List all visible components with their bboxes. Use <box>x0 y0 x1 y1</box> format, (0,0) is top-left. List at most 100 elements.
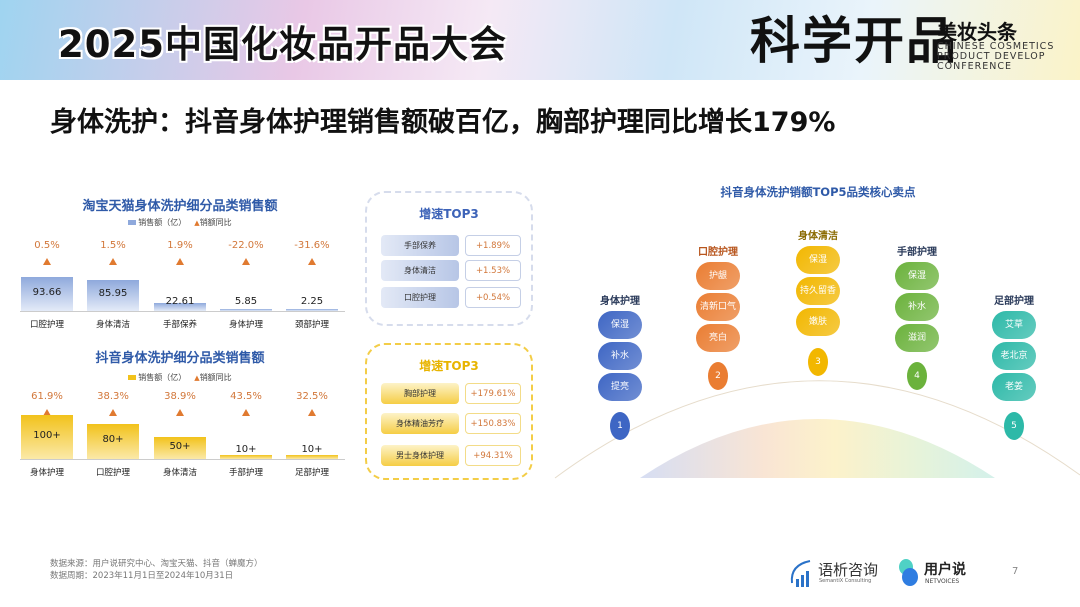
category-label: 颈部护理 <box>294 320 329 330</box>
top3-growth-value: +94.31% <box>465 445 521 466</box>
selling-point-pill: 艾草 <box>992 311 1036 339</box>
category-name: 手部护理 <box>897 247 937 258</box>
slide-headline: 身体洗护：抖音身体护理销售额破百亿，胸部护理同比增长179% <box>50 107 836 138</box>
chart-title: 抖音身体洗护细分品类销售额 <box>95 351 265 366</box>
brand-name: 美妆头条 <box>937 20 1017 44</box>
brand-en-line: PRODUCT DEVELOP <box>937 51 1046 62</box>
category-label: 身体护理 <box>228 320 263 330</box>
top3-category: 手部保养 <box>381 235 459 256</box>
brand-logo-text: 科学开品 <box>750 12 958 70</box>
top3-category: 身体清洁 <box>381 260 459 281</box>
bar-value-label: 80+ <box>102 434 124 446</box>
yoy-label: 1.5% <box>100 240 126 251</box>
selling-point-pill: 老姜 <box>992 373 1036 401</box>
chart-title: 淘宝天猫身体洗护细分品类销售额 <box>82 199 278 214</box>
header-banner <box>0 0 1080 80</box>
data-period: 数据周期：2023年11月1日至2024年10月31日 <box>50 571 234 581</box>
category-label: 手部保养 <box>162 320 197 330</box>
top3-growth-value: +1.89% <box>465 235 521 256</box>
bar <box>154 437 206 459</box>
bar <box>87 279 139 311</box>
legend-item: 销额同比 <box>199 218 232 227</box>
rank-badge: 1 <box>610 412 630 440</box>
top3-douyin-box: 增速TOP3 <box>365 343 533 480</box>
conference-title: 2025中国化妆品开品大会 <box>58 23 507 66</box>
top3-title: 增速TOP3 <box>419 359 479 373</box>
legend-item: 销额同比 <box>199 373 232 382</box>
top3-category: 口腔护理 <box>381 287 459 308</box>
selling-point-pill: 亮白 <box>696 324 740 352</box>
yoy-label: -22.0% <box>228 240 264 251</box>
bar <box>21 277 73 311</box>
category-name: 口腔护理 <box>698 247 738 258</box>
logo1-en: SemantiX Consulting <box>819 578 872 584</box>
category-label: 口腔护理 <box>29 320 64 330</box>
yoy-marker <box>109 258 117 265</box>
semantix-logo-icon <box>790 560 811 587</box>
brand-en-line: CHINESE COSMETICS <box>937 41 1055 52</box>
selling-point-pill: 老北京 <box>992 342 1036 370</box>
category-label: 口腔护理 <box>95 468 130 478</box>
top3-title: 增速TOP3 <box>419 207 479 221</box>
logo2-text: 用户说 <box>924 562 966 578</box>
bar-value-label: 10+ <box>235 444 257 455</box>
legend-item: 销售额（亿） <box>138 218 187 227</box>
bar-value-label: 85.95 <box>98 288 128 300</box>
yoy-label: 61.9% <box>31 391 63 402</box>
yoy-marker <box>242 409 250 416</box>
selling-points-title: 抖音身体洗护销额TOP5品类核心卖点 <box>720 185 916 199</box>
category-label: 手部护理 <box>228 468 263 478</box>
selling-point-pill: 嫩肤 <box>796 308 840 336</box>
legend-item: 销售额（亿） <box>138 373 187 382</box>
top3-growth-value: +0.54% <box>465 287 521 308</box>
selling-point-pill: 补水 <box>598 342 642 370</box>
selling-point-pill: 护龈 <box>696 262 740 290</box>
yoy-label: 1.9% <box>167 240 193 251</box>
logo1-text: 语析咨询 <box>818 561 879 579</box>
selling-point-pill: 补水 <box>895 293 939 321</box>
category-name: 身体清洁 <box>798 231 838 242</box>
yoy-label: 32.5% <box>296 391 328 402</box>
legend-triangle-icon: ▲ <box>194 374 200 382</box>
legend-swatch <box>128 220 137 225</box>
category-name: 身体护理 <box>600 296 640 307</box>
selling-point-pill: 保湿 <box>796 246 840 274</box>
bar-value-label: 93.66 <box>32 287 62 298</box>
yoy-label: 38.9% <box>164 391 196 402</box>
yoy-marker <box>308 409 316 416</box>
yoy-marker <box>43 409 51 416</box>
page-number: 7 <box>1012 566 1019 577</box>
yoy-marker <box>176 258 184 265</box>
selling-point-pill: 提亮 <box>598 373 642 401</box>
top3-category: 胸部护理 <box>381 383 459 404</box>
x-axis <box>20 459 345 460</box>
bar-value-label: 100+ <box>33 430 61 441</box>
chart-legend: 销售额（亿） ▲销额同比 <box>20 372 340 383</box>
top3-growth-value: +150.83% <box>465 413 521 434</box>
footer-source: 数据来源：用户说研究中心、淘宝天猫、抖音（蝉魔方） 数据周期：2023年11月1… <box>50 558 263 582</box>
semantix-logo: 语析咨询 SemantiX Consulting <box>788 557 888 589</box>
selling-point-pill: 保湿 <box>895 262 939 290</box>
bar <box>154 302 206 311</box>
bar <box>220 454 272 459</box>
rank-badge: 3 <box>808 348 828 376</box>
selling-point-pill: 持久留香 <box>796 277 840 305</box>
yoy-marker <box>109 409 117 416</box>
bar <box>286 309 338 311</box>
yoy-marker <box>242 258 250 265</box>
selling-point-pill: 滋润 <box>895 324 939 352</box>
bar-value-label: 22.61 <box>165 296 195 307</box>
brand-subtitle: CHINESE COSMETICS PRODUCT DEVELOP CONFER… <box>937 42 1054 72</box>
selling-point-pill: 保湿 <box>598 311 642 339</box>
bar-value-label: 5.85 <box>234 296 258 307</box>
x-axis <box>20 311 345 312</box>
bar <box>220 308 272 311</box>
yoy-label: 0.5% <box>34 240 60 251</box>
gradient-dome <box>640 419 995 478</box>
yoy-label: 38.3% <box>97 391 129 402</box>
yoy-label: 43.5% <box>230 391 262 402</box>
rank-badge: 5 <box>1004 412 1024 440</box>
netvoices-logo: 用户说 NETVOICES <box>896 557 976 589</box>
chart-legend: 销售额（亿）▲销额同比 <box>20 217 340 228</box>
yoy-label: -31.6% <box>294 240 330 251</box>
